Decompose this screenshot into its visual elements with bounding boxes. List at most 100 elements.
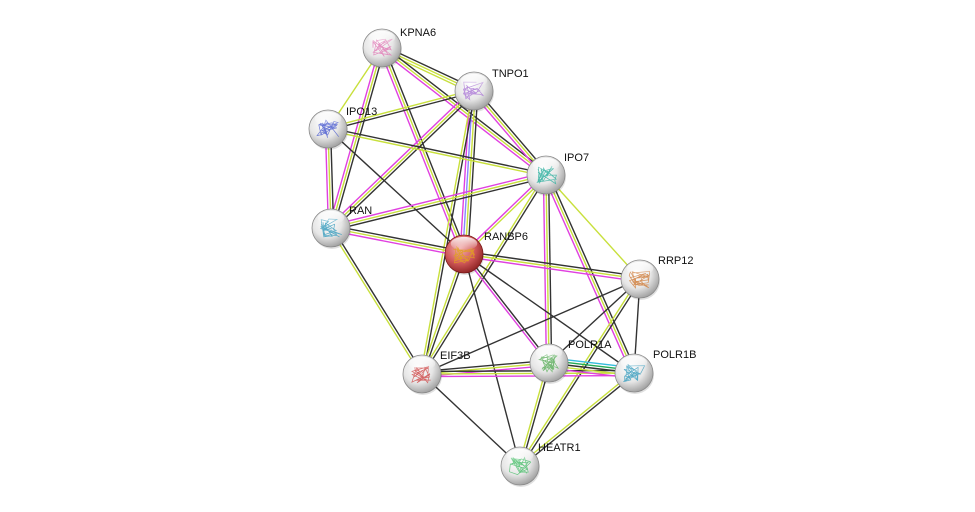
edge-line-coexpression bbox=[383, 46, 468, 254]
edge-ran-ranbp6[interactable] bbox=[330, 224, 465, 258]
edge-eif3b-polr1b[interactable] bbox=[421, 369, 635, 378]
edge-line-coexpression bbox=[328, 91, 475, 131]
node-rrp12[interactable]: RRP12 bbox=[620, 255, 693, 300]
edge-line-textmining bbox=[420, 90, 474, 374]
edge-ipo13-ipo7[interactable] bbox=[327, 127, 547, 177]
edge-line-experiments bbox=[330, 229, 464, 258]
edge-line-textmining bbox=[381, 47, 547, 176]
edge-eif3b-heatr1[interactable] bbox=[421, 373, 521, 467]
protein-structure-icon bbox=[319, 218, 342, 238]
edge-line-textmining bbox=[327, 89, 474, 129]
edge-line-coexpression bbox=[332, 48, 386, 229]
protein-structure-icon bbox=[411, 365, 431, 384]
edge-tnpo1-ranbp6[interactable] bbox=[459, 90, 479, 255]
edge-line-coexpression bbox=[383, 45, 549, 174]
edge-ranbp6-rrp12[interactable] bbox=[463, 250, 641, 283]
edge-line-coexpression bbox=[422, 254, 466, 375]
edge-line-coexpression bbox=[464, 250, 641, 278]
edge-line-textmining bbox=[329, 228, 422, 376]
edge-rrp12-eif3b[interactable] bbox=[421, 278, 641, 375]
edge-line-coexpression bbox=[328, 127, 547, 175]
edge-line-coexpression bbox=[331, 224, 465, 253]
edge-line-experiments bbox=[328, 88, 473, 227]
edge-rrp12-polr1a[interactable] bbox=[548, 278, 641, 364]
edge-line-textmining bbox=[330, 90, 475, 229]
node-heatr1[interactable]: HEATR1 bbox=[500, 442, 581, 487]
protein-structure-icon bbox=[623, 363, 646, 383]
edge-line-experiments bbox=[463, 255, 640, 283]
edge-line-experiments bbox=[378, 48, 463, 256]
edge-line-coexpression bbox=[422, 175, 548, 376]
edge-ipo7-ran[interactable] bbox=[330, 171, 547, 232]
node-highlight bbox=[450, 236, 478, 251]
protein-structure-icon bbox=[536, 165, 557, 185]
edge-ipo7-rrp12[interactable] bbox=[545, 174, 641, 280]
node-kpna6[interactable]: KPNA6 bbox=[362, 27, 436, 69]
edge-line-textmining bbox=[327, 129, 546, 177]
edge-ranbp6-polr1b[interactable] bbox=[463, 253, 635, 374]
node-ipo13[interactable]: IPO13 bbox=[308, 106, 377, 150]
edge-line-textmining bbox=[420, 173, 546, 374]
edge-line-coexpression bbox=[467, 91, 479, 255]
edge-line-coexpression bbox=[421, 359, 549, 373]
node-ipo7[interactable]: IPO7 bbox=[526, 152, 589, 196]
edge-ran-eif3b[interactable] bbox=[329, 226, 424, 376]
edge-ranbp6-polr1a[interactable] bbox=[462, 252, 551, 365]
edge-line-coexpression bbox=[421, 373, 521, 467]
node-tnpo1[interactable]: TNPO1 bbox=[454, 68, 529, 112]
edge-ranbp6-eif3b[interactable] bbox=[420, 253, 466, 375]
edge-line-experiments bbox=[542, 175, 633, 375]
edge-ranbp6-heatr1[interactable] bbox=[463, 253, 521, 467]
edge-line-textmining bbox=[421, 372, 635, 375]
node-label: IPO7 bbox=[564, 152, 589, 164]
node-highlight bbox=[460, 73, 488, 88]
edge-tnpo1-eif3b[interactable] bbox=[420, 90, 476, 375]
edge-ipo13-ranbp6[interactable] bbox=[327, 128, 465, 255]
node-eif3b[interactable]: EIF3B bbox=[402, 350, 471, 395]
edge-line-coexpression bbox=[421, 369, 634, 373]
protein-structure-icon bbox=[462, 81, 484, 101]
node-label: HEATR1 bbox=[538, 442, 581, 454]
node-highlight bbox=[317, 210, 345, 225]
edge-line-coexpression bbox=[464, 252, 551, 363]
edge-line-coexpression bbox=[327, 128, 465, 255]
edge-ipo7-eif3b[interactable] bbox=[420, 173, 548, 376]
edge-line-textmining bbox=[463, 253, 641, 280]
node-polr1b[interactable]: POLR1B bbox=[614, 349, 696, 394]
node-polr1a[interactable]: POLR1A bbox=[529, 339, 612, 384]
edge-line-textmining bbox=[330, 47, 383, 229]
node-highlight bbox=[532, 157, 560, 172]
protein-structure-icon bbox=[628, 271, 651, 289]
edge-line-coexpression bbox=[463, 253, 635, 374]
edge-polr1b-heatr1[interactable] bbox=[518, 371, 636, 468]
node-label: RAN bbox=[349, 205, 372, 217]
edge-kpna6-ran[interactable] bbox=[327, 47, 386, 229]
edge-line-experiments bbox=[330, 171, 546, 227]
node-label: POLR1A bbox=[568, 339, 612, 351]
edge-line-textmining bbox=[330, 174, 547, 229]
node-highlight bbox=[626, 261, 654, 276]
node-highlight bbox=[535, 345, 563, 360]
edge-line-experiments bbox=[462, 254, 549, 365]
node-ranbp6[interactable]: RANBP6 bbox=[444, 231, 528, 275]
edge-line-experiments bbox=[327, 47, 381, 228]
edge-line-textmining bbox=[464, 91, 476, 255]
edge-line-coexpression bbox=[331, 226, 424, 374]
node-ran[interactable]: RAN bbox=[311, 205, 372, 249]
node-highlight bbox=[314, 111, 342, 126]
edge-tnpo1-ipo13[interactable] bbox=[327, 89, 475, 131]
edge-kpna6-ipo7[interactable] bbox=[379, 45, 549, 178]
node-label: RRP12 bbox=[658, 255, 693, 267]
edge-line-coexpression bbox=[421, 278, 641, 375]
node-label: EIF3B bbox=[440, 350, 471, 362]
edge-tnpo1-ran[interactable] bbox=[328, 88, 477, 231]
node-highlight bbox=[506, 448, 534, 463]
edge-line-coexpression bbox=[331, 176, 547, 232]
edge-line-coexpression bbox=[548, 278, 641, 364]
node-label: KPNA6 bbox=[400, 27, 436, 39]
node-label: IPO13 bbox=[346, 106, 377, 118]
edge-line-coexpression bbox=[422, 91, 476, 375]
node-highlight bbox=[408, 356, 436, 371]
node-highlight bbox=[620, 355, 648, 370]
